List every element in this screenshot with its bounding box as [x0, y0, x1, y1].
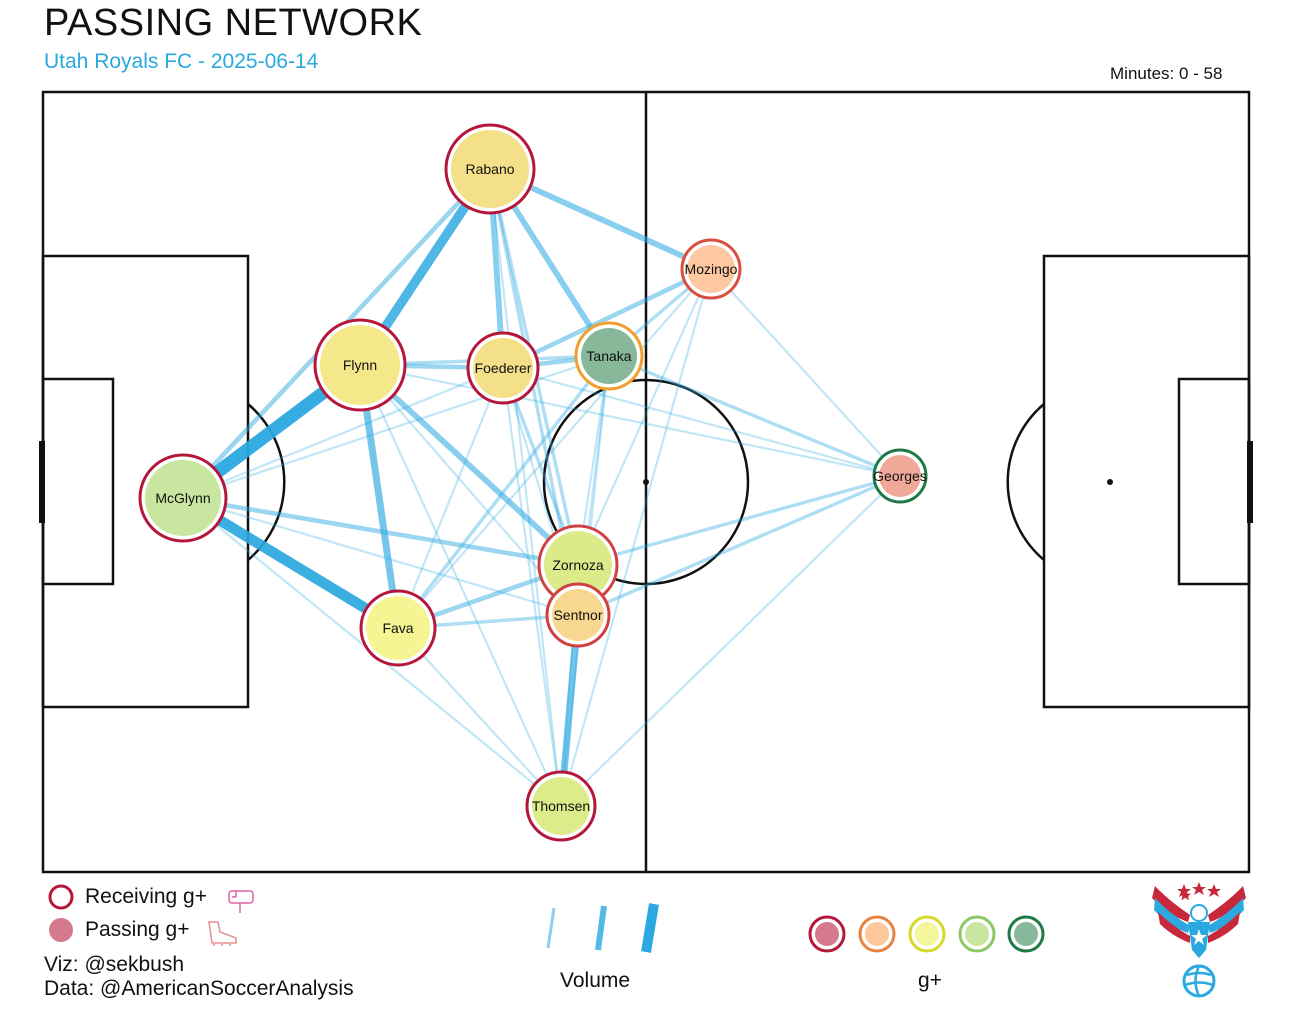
chart-title: PASSING NETWORK — [44, 2, 423, 44]
player-fill-fava — [366, 596, 430, 660]
pass-edge-zornoza-mozingo — [576, 268, 713, 566]
right-penalty-arc — [1006, 403, 1045, 561]
player-label-thomsen: Thomsen — [532, 798, 590, 814]
right-goal — [1247, 441, 1253, 523]
volume-high-swatch — [641, 903, 659, 953]
pass-edge-flynn-georges — [359, 363, 901, 478]
player-fill-zornoza — [544, 531, 612, 599]
player-label-foederer: Foederer — [475, 360, 532, 376]
player-label-fava: Fava — [382, 620, 413, 636]
pass-edge-fava-thomsen — [397, 627, 562, 807]
player-fill-mcglynn — [145, 460, 221, 536]
pass-edge-thomsen-foederer — [501, 367, 563, 807]
legend-passing-label: Passing g+ — [85, 918, 190, 941]
pass-edge-rabano-thomsen — [488, 168, 563, 807]
viz-credit: Viz: @sekbush — [44, 953, 184, 976]
pass-edge-mcglynn-zornoza — [182, 495, 579, 568]
right-penalty-spot — [1107, 479, 1113, 485]
player-node-sentnor: Sentnor — [545, 582, 611, 648]
centre-spot — [643, 479, 649, 485]
gplus-swatch-fill-3 — [915, 922, 939, 946]
player-fill-tanaka — [581, 328, 637, 384]
mailbox-icon — [228, 890, 254, 913]
volume-mid-swatch — [595, 905, 607, 951]
pass-edge-mcglynn-sentnor — [182, 496, 579, 617]
player-node-mozingo: Mozingo — [680, 238, 742, 300]
asa-eagle-logo — [1152, 882, 1246, 998]
player-node-tanaka: Tanaka — [574, 321, 644, 391]
player-fill-mozingo — [687, 245, 735, 293]
player-node-mcglynn: McGlynn — [138, 453, 228, 543]
right-six-yard-box — [1177, 377, 1251, 586]
right-penalty-box — [1042, 254, 1251, 709]
gplus-swatch-fill-1 — [815, 922, 839, 946]
receiving-ring-swatch — [48, 884, 74, 910]
data-credit: Data: @AmericanSoccerAnalysis — [44, 977, 354, 1000]
centre-circle — [542, 378, 750, 586]
player-label-mcglynn: McGlynn — [155, 490, 210, 506]
player-fill-flynn — [320, 325, 400, 405]
player-node-thomsen: Thomsen — [525, 770, 597, 842]
player-label-mozingo: Mozingo — [685, 261, 738, 277]
left-six-yard-box — [41, 377, 115, 586]
player-fill-georges — [879, 455, 921, 497]
pass-edge-sentnor-georges — [577, 474, 901, 617]
gplus-swatch-fill-2 — [865, 922, 889, 946]
player-label-flynn: Flynn — [343, 357, 377, 373]
pass-edge-foederer-mozingo — [502, 266, 712, 371]
player-label-zornoza: Zornoza — [552, 557, 604, 573]
player-label-sentnor: Sentnor — [553, 607, 602, 623]
pass-edge-flynn-zornoza — [358, 362, 580, 568]
player-node-foederer: Foederer — [466, 331, 540, 405]
minutes-range: Minutes: 0 - 58 — [1110, 64, 1223, 83]
pass-edge-mcglynn-tanaka — [182, 354, 610, 500]
pass-edges — [179, 166, 901, 807]
player-fill-thomsen — [532, 777, 590, 835]
player-node-flynn: Flynn — [313, 318, 407, 412]
pass-edge-thomsen-georges — [560, 475, 901, 807]
pass-edge-mozingo-georges — [710, 268, 901, 477]
legend-gplus-label: g+ — [918, 969, 942, 992]
gplus-swatch-fill-5 — [1014, 922, 1038, 946]
player-label-tanaka: Tanaka — [586, 348, 631, 364]
player-fill-foederer — [473, 338, 533, 398]
pass-edge-tanaka-georges — [608, 354, 901, 478]
pass-edge-foederer-georges — [502, 366, 901, 478]
pass-edge-thomsen-mozingo — [559, 268, 713, 807]
pass-edge-zornoza-georges — [577, 474, 901, 567]
passing-fill-swatch — [49, 918, 73, 942]
legend-graphics — [48, 882, 1246, 998]
volume-low-swatch — [546, 907, 556, 949]
player-fill-sentnor — [552, 589, 604, 641]
legend-receiving-label: Receiving g+ — [85, 885, 207, 908]
pass-edge-fava-tanaka — [396, 354, 611, 630]
player-label-rabano: Rabano — [465, 161, 514, 177]
pass-edge-fava-foederer — [396, 367, 505, 629]
gplus-swatch-fill-4 — [965, 922, 989, 946]
pass-edge-mcglynn-foederer — [182, 366, 504, 500]
player-node-rabano: Rabano — [444, 123, 536, 215]
player-label-georges: Georges — [873, 468, 927, 484]
pass-edge-flynn-thomsen — [358, 364, 563, 807]
legend-volume-label: Volume — [560, 969, 631, 992]
boot-icon — [208, 921, 237, 946]
player-node-fava: Fava — [359, 589, 437, 667]
pass-edge-fava-mozingo — [397, 268, 712, 629]
chart-subtitle: Utah Royals FC - 2025-06-14 — [44, 50, 319, 73]
player-node-georges: Georges — [872, 448, 928, 504]
player-fill-rabano — [451, 130, 529, 208]
left-goal — [39, 441, 45, 523]
player-node-zornoza: Zornoza — [537, 524, 619, 606]
